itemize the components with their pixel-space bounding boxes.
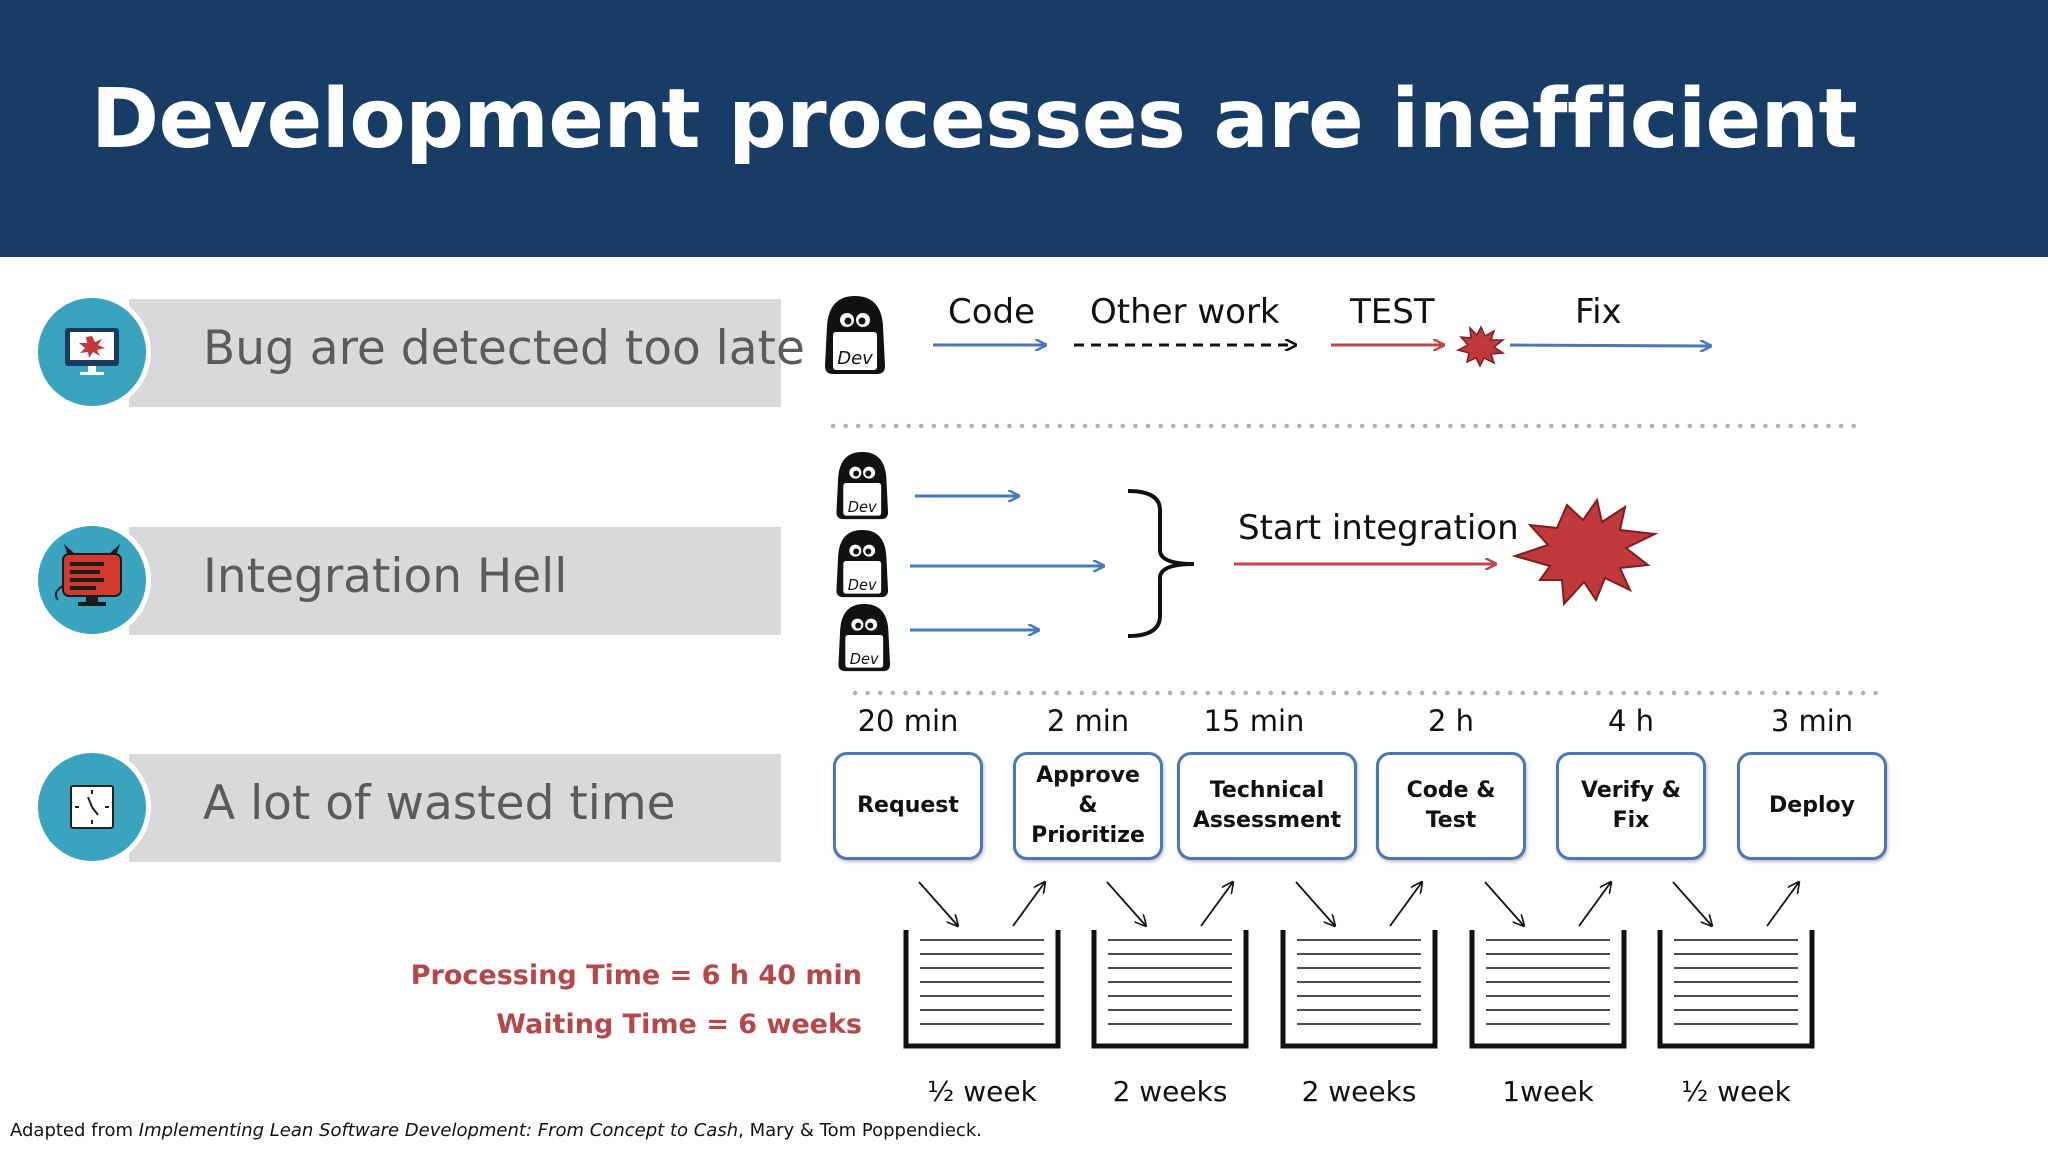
- queue-out-arrow: [1012, 882, 1045, 927]
- queue-out-arrow: [1766, 882, 1799, 927]
- step-duration: 3 min: [1770, 704, 1854, 738]
- waiting-time: Waiting Time = 6 weeks: [496, 1009, 862, 1040]
- bug-flow: Dev: [825, 296, 1710, 374]
- problem-label: A lot of wasted time: [203, 776, 676, 831]
- devil-monitor-icon: [38, 526, 146, 634]
- dev-label: Dev: [850, 651, 879, 668]
- process-step-box: Request: [833, 752, 983, 860]
- dev-penguin-icon: Dev: [838, 604, 891, 672]
- problem-bugs-late: Bug are detected too late: [33, 293, 805, 411]
- processing-time: Processing Time = 6 h 40 min: [410, 960, 862, 991]
- stage-label-other-work: Other work: [1090, 292, 1280, 332]
- process-step-box: Technical Assessment: [1177, 752, 1357, 860]
- problem-label: Bug are detected too late: [203, 321, 805, 376]
- stage-label-fix: Fix: [1575, 292, 1622, 332]
- dev-label: Dev: [848, 577, 877, 594]
- wait-duration: 1week: [1502, 1075, 1594, 1108]
- queue-in-arrow: [1484, 881, 1524, 926]
- bug-burst-icon: [1455, 325, 1506, 368]
- wait-duration: ½ week: [1681, 1075, 1791, 1108]
- wait-duration: 2 weeks: [1301, 1075, 1417, 1108]
- queue-out-arrow: [1200, 882, 1233, 927]
- queue-container: [903, 930, 1061, 1049]
- footnote-book: Implementing Lean Software Development: …: [138, 1120, 739, 1141]
- process-step-box: Approve & Prioritize: [1013, 752, 1163, 860]
- queue-in-arrow: [1106, 881, 1146, 926]
- process-step-box: Deploy: [1737, 752, 1887, 860]
- process-step-box: Code & Test: [1376, 752, 1526, 860]
- queue-in-arrow: [1672, 881, 1712, 926]
- step-duration: 2 h: [1427, 704, 1475, 738]
- queue-in-arrow: [918, 881, 958, 926]
- start-integration-label: Start integration: [1238, 508, 1519, 548]
- wait-duration: ½ week: [927, 1075, 1037, 1108]
- problem-integration-hell: Integration Hell: [33, 521, 781, 639]
- step-duration: 2 min: [1046, 704, 1130, 738]
- process-step-box: Verify & Fix: [1556, 752, 1706, 860]
- problem-bar: [129, 754, 781, 862]
- queue-container: [1469, 930, 1627, 1049]
- explosion-icon: [1511, 497, 1659, 607]
- problem-wasted-time: A lot of wasted time: [33, 748, 781, 866]
- stage-label-code: Code: [948, 292, 1036, 332]
- dev-label: Dev: [848, 499, 877, 516]
- merge-brace: [1127, 489, 1195, 638]
- clock-icon: [38, 753, 146, 861]
- step-duration: 4 h: [1607, 704, 1655, 738]
- integration-flow: Dev Dev Dev: [836, 452, 1659, 672]
- step-duration: 15 min: [1203, 704, 1305, 738]
- problem-label: Integration Hell: [203, 549, 568, 604]
- wait-duration: 2 weeks: [1112, 1075, 1228, 1108]
- dev-penguin-icon: Dev: [836, 452, 889, 520]
- queue-out-arrow: [1578, 882, 1611, 927]
- footnote-suffix: , Mary & Tom Poppendieck.: [738, 1120, 982, 1141]
- monitor-bug-icon: [38, 298, 146, 406]
- queue-container: [1280, 930, 1438, 1049]
- queue-container: [1657, 930, 1815, 1049]
- footnote-prefix: Adapted from: [10, 1120, 139, 1141]
- problem-bar: [129, 299, 781, 407]
- queue-in-arrow: [1295, 881, 1335, 926]
- footnote: Adapted from Implementing Lean Software …: [10, 1120, 982, 1141]
- dev-penguin-icon: Dev: [825, 296, 885, 374]
- waiting-queues: [903, 881, 1815, 1049]
- queue-container: [1091, 930, 1249, 1049]
- problem-bar: [129, 527, 781, 635]
- dev-penguin-icon: Dev: [836, 530, 889, 598]
- fix-arrow: [1509, 345, 1710, 346]
- slide-title: Development processes are inefficient: [91, 72, 1858, 167]
- queue-out-arrow: [1389, 882, 1422, 927]
- stage-label-test: TEST: [1350, 292, 1435, 332]
- step-duration: 20 min: [857, 704, 959, 738]
- dev-label: Dev: [837, 348, 873, 369]
- title-banner: Development processes are inefficient: [0, 0, 2048, 257]
